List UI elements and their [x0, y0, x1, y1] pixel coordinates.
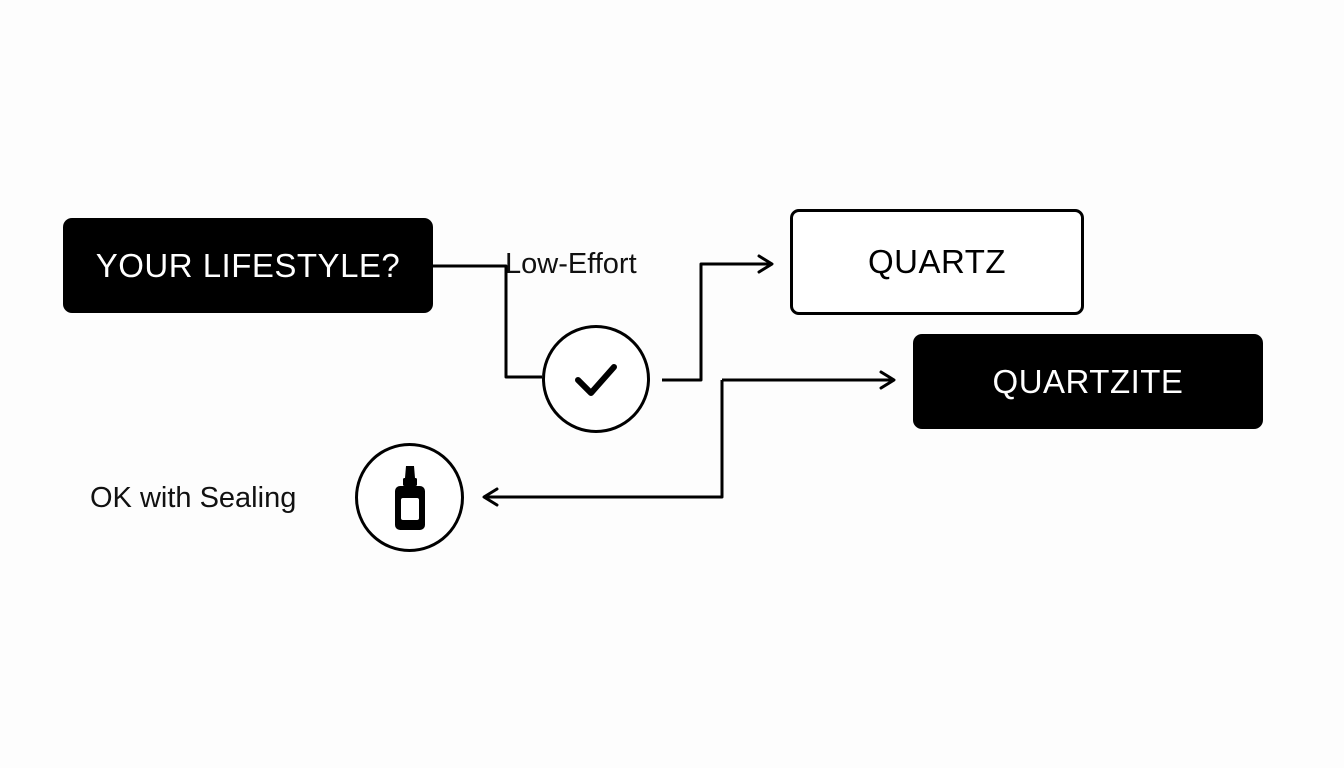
sealing-label: OK with Sealing — [90, 482, 297, 514]
quartzite-node-label: QUARTZITE — [992, 362, 1184, 400]
quartz-node-label: QUARTZ — [867, 243, 1007, 280]
checkmark-icon — [575, 364, 617, 396]
low-effort-label: Low-Effort — [505, 248, 637, 280]
connector-to-sealing — [482, 380, 724, 507]
lifestyle-node-label: YOUR LIFESTYLE? — [95, 246, 401, 284]
quartz-node: QUARTZ — [790, 209, 1084, 315]
check-circle — [542, 325, 650, 433]
connector-check-to-quartz — [662, 254, 774, 382]
sealing-circle — [355, 443, 464, 552]
sealant-bottle-icon — [394, 465, 425, 530]
quartzite-node: QUARTZITE — [913, 334, 1263, 429]
lifestyle-node: YOUR LIFESTYLE? — [63, 218, 433, 313]
connector-lifestyle-to-check — [432, 264, 542, 379]
